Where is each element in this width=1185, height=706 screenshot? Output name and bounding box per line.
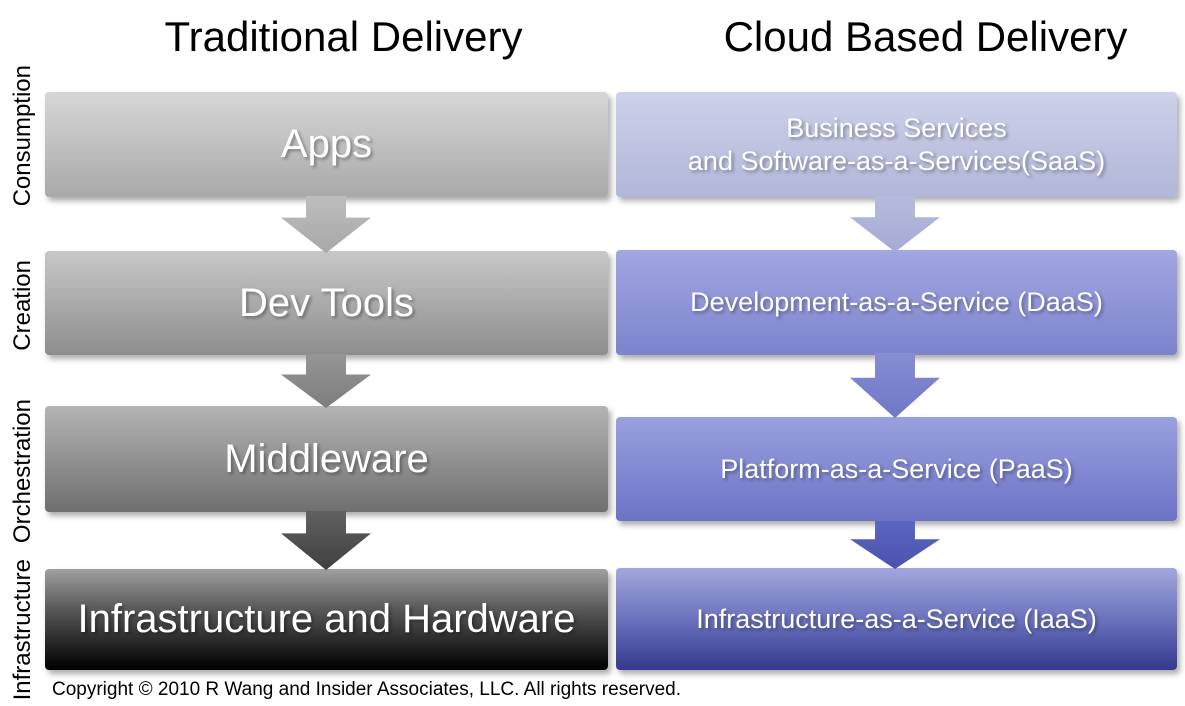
row-label-creation-text: Creation xyxy=(9,260,36,351)
down-arrow-icon xyxy=(850,196,940,252)
box-iaas: Infrastructure-as-a-Service (IaaS) xyxy=(616,568,1177,670)
down-arrow-icon xyxy=(850,521,940,569)
box-paas: Platform-as-a-Service (PaaS) xyxy=(616,417,1177,521)
row-label-consumption-text: Consumption xyxy=(9,65,36,207)
box-middleware: Middleware xyxy=(45,406,608,512)
box-saas-label: Business Services and Software-as-a-Serv… xyxy=(687,112,1106,176)
box-middleware-label: Middleware xyxy=(224,436,429,481)
traditional-delivery-title: Traditional Delivery xyxy=(164,13,523,60)
box-apps-label: Apps xyxy=(280,122,373,167)
down-arrow-icon xyxy=(281,511,371,570)
box-daas-label: Development-as-a-Service (DaaS) xyxy=(690,287,1103,318)
box-iaas-label: Infrastructure-as-a-Service (IaaS) xyxy=(696,603,1097,634)
row-label-orchestration: Orchestration xyxy=(2,393,44,549)
box-infrastructure-hardware: Infrastructure and Hardware xyxy=(45,569,608,670)
down-arrow-icon xyxy=(281,196,371,253)
box-saas: Business Services and Software-as-a-Serv… xyxy=(616,92,1177,197)
copyright-text: Copyright © 2010 R Wang and Insider Asso… xyxy=(52,679,681,700)
box-apps: Apps xyxy=(45,92,608,197)
down-arrow-icon xyxy=(281,354,371,408)
row-label-infrastructure: Infrastructure xyxy=(2,553,44,706)
down-arrow-icon xyxy=(850,353,940,418)
box-dev-tools-label: Dev Tools xyxy=(239,280,414,325)
box-dev-tools: Dev Tools xyxy=(45,251,608,355)
row-label-infrastructure-text: Infrastructure xyxy=(9,558,36,701)
cloud-based-delivery-title: Cloud Based Delivery xyxy=(723,13,1128,60)
box-daas: Development-as-a-Service (DaaS) xyxy=(616,250,1177,355)
row-label-creation: Creation xyxy=(2,258,44,353)
row-label-orchestration-text: Orchestration xyxy=(9,398,36,544)
box-infrastructure-hardware-label: Infrastructure and Hardware xyxy=(77,597,576,642)
row-label-consumption: Consumption xyxy=(2,60,44,212)
box-paas-label: Platform-as-a-Service (PaaS) xyxy=(720,453,1073,484)
